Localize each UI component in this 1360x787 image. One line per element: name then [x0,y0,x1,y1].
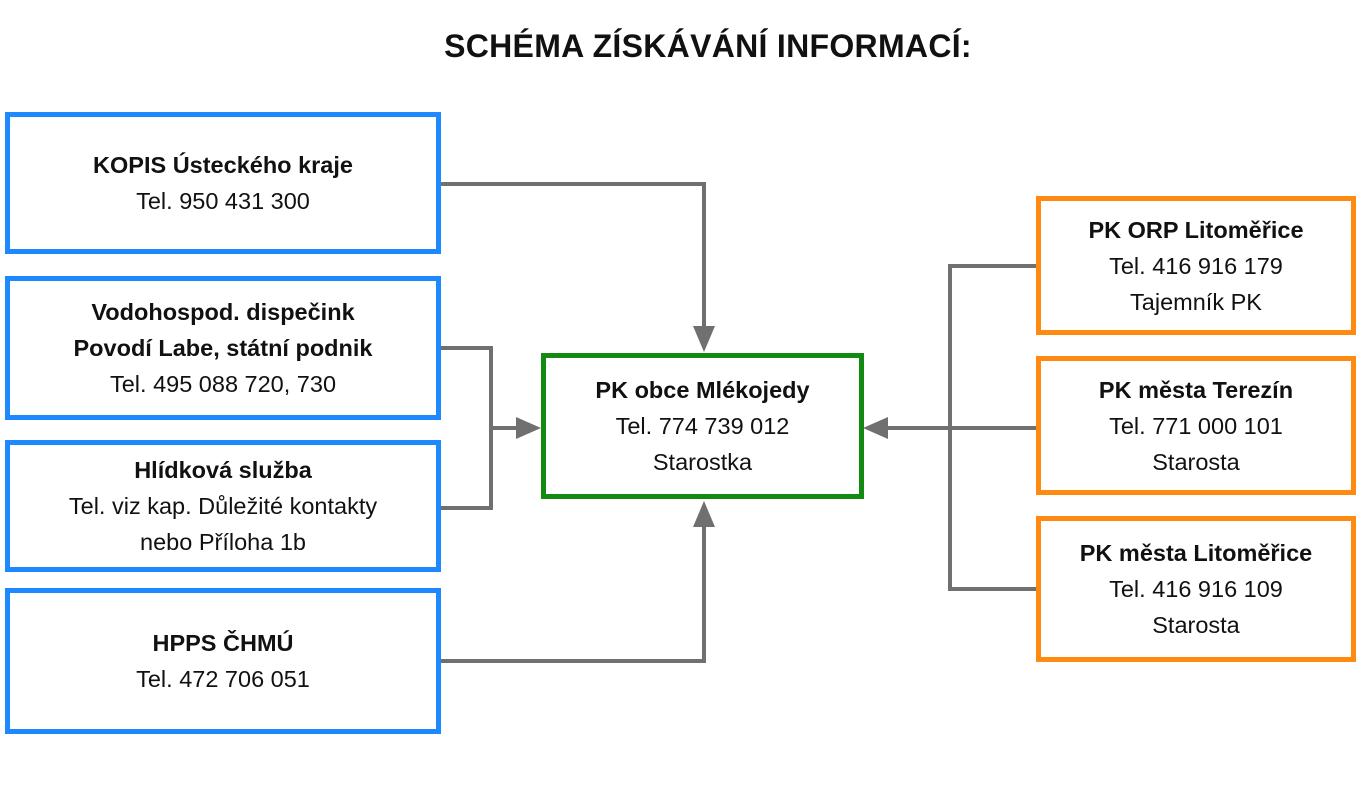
center-name: PK obce Mlékojedy [595,377,810,403]
source-phone: Tel. 472 706 051 [136,666,310,692]
arrowhead-center-bottom [693,501,715,527]
arrowhead-center-left [516,417,541,439]
source-role: Starosta [1152,612,1240,638]
source-name: KOPIS Ústeckého kraje [93,152,353,178]
source-role: Tajemník PK [1130,288,1262,315]
source-name-line2: Povodí Labe, státní podnik [73,335,373,361]
center-role: Starostka [652,449,753,475]
source-phone: Tel. 416 916 179 [1109,252,1283,279]
source-box-terezin: PK města Terezín Tel. 771 000 101 Staros… [1036,356,1356,495]
source-name: Vodohospod. dispečink [91,299,355,325]
source-note: nebo Příloha 1b [140,529,306,555]
source-name: Hlídková služba [134,457,312,483]
source-name: PK města Litoměřice [1079,540,1313,566]
source-name: PK města Terezín [1098,376,1294,403]
source-phone: Tel. 495 088 720, 730 [109,371,337,397]
diagram-title: SCHÉMA ZÍSKÁVÁNÍ INFORMACÍ: [444,28,972,64]
source-name: HPPS ČHMÚ [152,630,294,656]
source-phone: Tel. 950 431 300 [136,188,310,214]
source-box-vodohospod: Vodohospod. dispečink Povodí Labe, státn… [5,276,441,420]
source-phone: Tel. 771 000 101 [1109,412,1283,439]
source-box-orp-litomerice: PK ORP Litoměřice Tel. 416 916 179 Tajem… [1036,196,1356,335]
source-box-mesto-litomerice: PK města Litoměřice Tel. 416 916 109 Sta… [1036,516,1356,662]
source-name: PK ORP Litoměřice [1088,216,1304,243]
source-box-kopis: KOPIS Ústeckého kraje Tel. 950 431 300 [5,112,441,254]
source-phone: Tel. viz kap. Důležité kontakty [68,493,378,519]
source-box-hpps: HPPS ČHMÚ Tel. 472 706 051 [5,588,441,734]
center-phone: Tel. 774 739 012 [615,413,790,439]
arrow-kopis-to-center [440,182,706,336]
arrowhead-center-top [693,326,715,352]
arrow-hpps-to-center [440,518,706,663]
bracket-vodohospod-hlidkova [440,346,493,510]
source-box-hlidkova: Hlídková služba Tel. viz kap. Důležité k… [5,440,441,572]
source-phone: Tel. 416 916 109 [1109,576,1283,602]
source-role: Starosta [1152,448,1240,475]
center-box-mlekojedy: PK obce Mlékojedy Tel. 774 739 012 Staro… [541,353,864,499]
arrowhead-center-right [863,417,888,439]
